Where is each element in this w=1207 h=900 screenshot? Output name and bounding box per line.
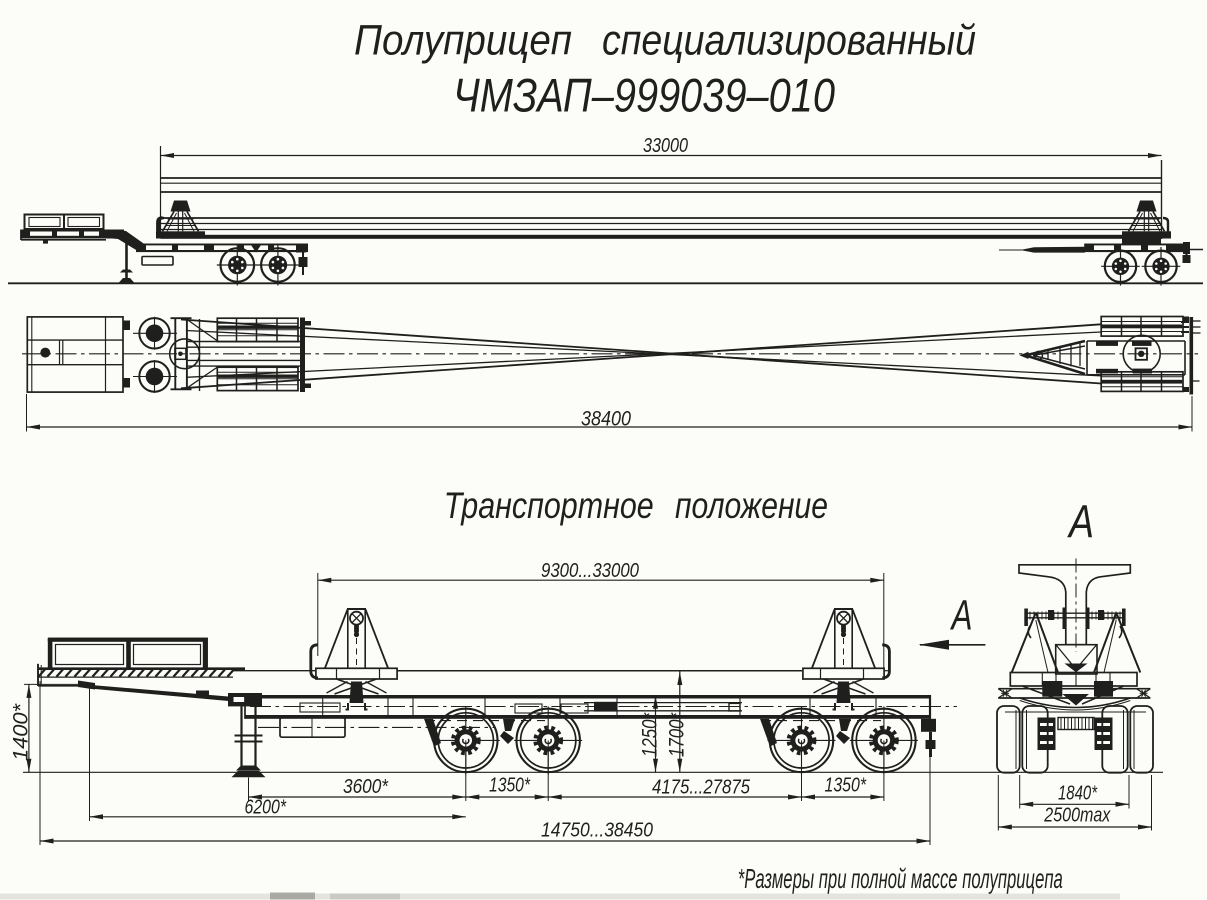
svg-text:14750...38450: 14750...38450 bbox=[541, 820, 653, 842]
svg-text:9300...33000: 9300...33000 bbox=[541, 560, 639, 582]
svg-text:специализированный: специализированный bbox=[602, 17, 976, 65]
svg-text:1350*: 1350* bbox=[489, 775, 531, 797]
svg-text:3600*: 3600* bbox=[343, 776, 389, 798]
svg-text:6200*: 6200* bbox=[245, 797, 287, 819]
svg-text:2500max: 2500max bbox=[1043, 805, 1111, 827]
svg-text:ЧМЗАП–999039–010: ЧМЗАП–999039–010 bbox=[453, 69, 835, 122]
svg-text:А: А bbox=[1067, 496, 1094, 548]
svg-text:положение: положение bbox=[675, 485, 828, 526]
svg-text:1700*: 1700* bbox=[665, 712, 688, 757]
svg-text:4175...27875: 4175...27875 bbox=[652, 777, 751, 799]
svg-text:Транспортное: Транспортное bbox=[444, 485, 654, 526]
svg-text:1250*: 1250* bbox=[638, 712, 661, 757]
svg-text:Полуприцеп: Полуприцеп bbox=[354, 17, 572, 65]
svg-text:*Размеры при полной массе полу: *Размеры при полной массе полуприцепа bbox=[738, 863, 1063, 894]
svg-text:А: А bbox=[949, 592, 972, 640]
svg-text:33000: 33000 bbox=[643, 135, 688, 157]
svg-text:1400*: 1400* bbox=[10, 703, 33, 761]
svg-text:38400: 38400 bbox=[581, 407, 631, 430]
svg-text:1350*: 1350* bbox=[825, 775, 867, 797]
svg-text:1840*: 1840* bbox=[1058, 783, 1098, 805]
